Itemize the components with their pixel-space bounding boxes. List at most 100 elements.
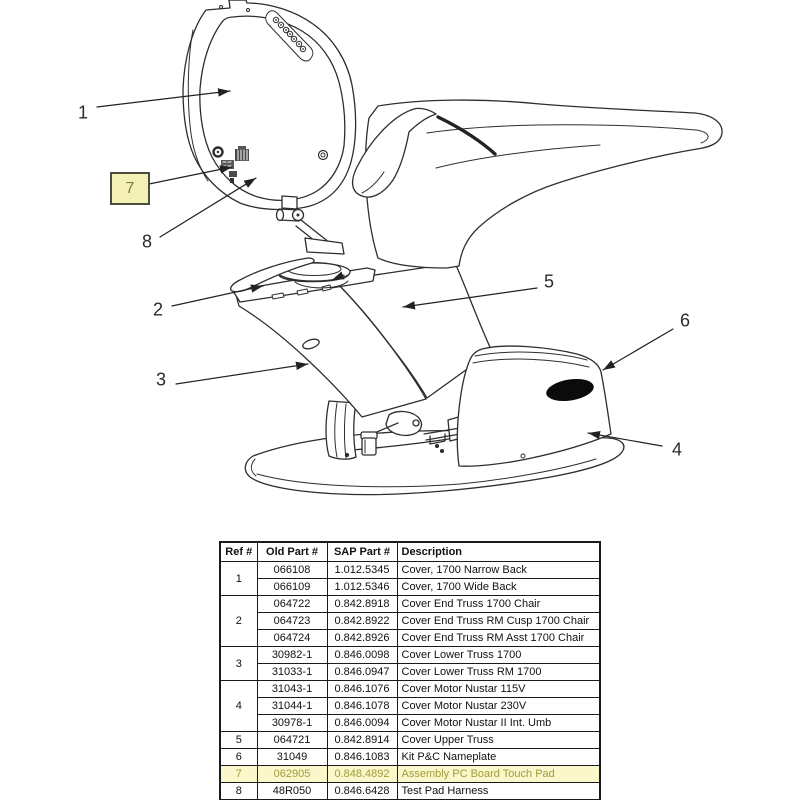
header-description: Description <box>396 541 601 562</box>
callout-7: 7 <box>125 179 135 197</box>
sap-part-cell: 0.846.0094 <box>326 714 398 732</box>
arrow-3 <box>175 361 309 385</box>
sap-part-cell: 0.848.4892 <box>326 765 398 783</box>
description-cell: Cover End Truss RM Cusp 1700 Chair <box>396 612 601 630</box>
sap-part-cell: 0.846.1083 <box>326 748 398 766</box>
description-cell: Test Pad Harness <box>396 782 601 800</box>
description-cell: Cover Lower Truss RM 1700 <box>396 663 601 681</box>
description-cell: Kit P&C Nameplate <box>396 748 601 766</box>
old-part-cell: 31049 <box>256 748 328 766</box>
header-old: Old Part # <box>256 541 328 562</box>
old-part-cell: 066109 <box>256 578 328 596</box>
callout-3: 3 <box>155 369 167 390</box>
callout-8: 8 <box>141 231 153 252</box>
touch-pad-pc-board <box>221 146 249 183</box>
description-cell: Cover Motor Nustar 230V <box>396 697 601 715</box>
ref-cell: 5 <box>219 731 258 749</box>
sap-part-cell: 1.012.5345 <box>326 561 398 579</box>
old-part-cell: 064724 <box>256 629 328 647</box>
description-cell: Cover, 1700 Wide Back <box>396 578 601 596</box>
arrow-8 <box>159 177 257 238</box>
old-part-cell: 064722 <box>256 595 328 613</box>
ref-cell: 1 <box>219 561 258 596</box>
callout-2: 2 <box>152 299 164 320</box>
ref-cell: 8 <box>219 782 258 800</box>
callout-arrows <box>96 88 674 447</box>
sap-part-cell: 0.846.1078 <box>326 697 398 715</box>
sap-part-cell: 0.842.8926 <box>326 629 398 647</box>
arrow-2b <box>331 271 345 281</box>
sap-part-cell: 0.842.8918 <box>326 595 398 613</box>
back-cover-screws <box>212 146 329 161</box>
table-header-row: Ref # Old Part # SAP Part # Description <box>219 541 601 562</box>
arrow-1 <box>96 88 231 108</box>
ref-cell: 4 <box>219 680 258 732</box>
header-sap: SAP Part # <box>326 541 398 562</box>
callout-5: 5 <box>543 271 555 292</box>
seat <box>364 99 723 269</box>
old-part-cell: 31044-1 <box>256 697 328 715</box>
parts-table: Ref # Old Part # SAP Part # Description … <box>219 541 601 800</box>
arrow-7 <box>148 165 233 185</box>
ref-cell: 7 <box>219 765 258 783</box>
touch-button-strip <box>265 10 314 62</box>
old-part-cell: 064723 <box>256 612 328 630</box>
ref-cell: 2 <box>219 595 258 647</box>
sap-part-cell: 0.842.8914 <box>326 731 398 749</box>
callout-6: 6 <box>679 310 691 331</box>
back-pivot-hardware <box>230 195 351 293</box>
sap-part-cell: 0.846.0098 <box>326 646 398 664</box>
sap-part-cell: 1.012.5346 <box>326 578 398 596</box>
description-cell: Cover, 1700 Narrow Back <box>396 561 601 579</box>
old-part-cell: 31043-1 <box>256 680 328 698</box>
nameplate-oval <box>546 378 594 402</box>
arrow-4 <box>587 430 663 447</box>
description-cell: Cover End Truss 1700 Chair <box>396 595 601 613</box>
sap-part-cell: 0.846.1076 <box>326 680 398 698</box>
sap-part-cell: 0.842.8922 <box>326 612 398 630</box>
callout-7-box: 7 <box>110 172 150 205</box>
arrow-2 <box>171 284 264 307</box>
old-part-cell: 062905 <box>256 765 328 783</box>
ref-cell: 3 <box>219 646 258 681</box>
old-part-cell: 48R050 <box>256 782 328 800</box>
sap-part-cell: 0.846.6428 <box>326 782 398 800</box>
old-part-cell: 064721 <box>256 731 328 749</box>
arrow-5 <box>402 287 538 310</box>
description-cell: Cover Upper Truss <box>396 731 601 749</box>
old-part-cell: 30982-1 <box>256 646 328 664</box>
arrow-6 <box>602 328 674 371</box>
callout-1: 1 <box>77 102 89 123</box>
callout-4: 4 <box>671 439 683 460</box>
chair-back <box>182 0 357 211</box>
old-part-cell: 066108 <box>256 561 328 579</box>
description-cell: Cover Motor Nustar II Int. Umb <box>396 714 601 732</box>
motor-cover <box>456 345 612 467</box>
description-cell: Cover End Truss RM Asst 1700 Chair <box>396 629 601 647</box>
ref-cell: 6 <box>219 748 258 766</box>
description-cell: Cover Lower Truss 1700 <box>396 646 601 664</box>
old-part-cell: 31033-1 <box>256 663 328 681</box>
sap-part-cell: 0.846.0947 <box>326 663 398 681</box>
header-ref: Ref # <box>219 541 258 562</box>
description-cell: Cover Motor Nustar 115V <box>396 680 601 698</box>
upper-truss-cover <box>334 262 493 399</box>
armrest <box>351 107 497 198</box>
